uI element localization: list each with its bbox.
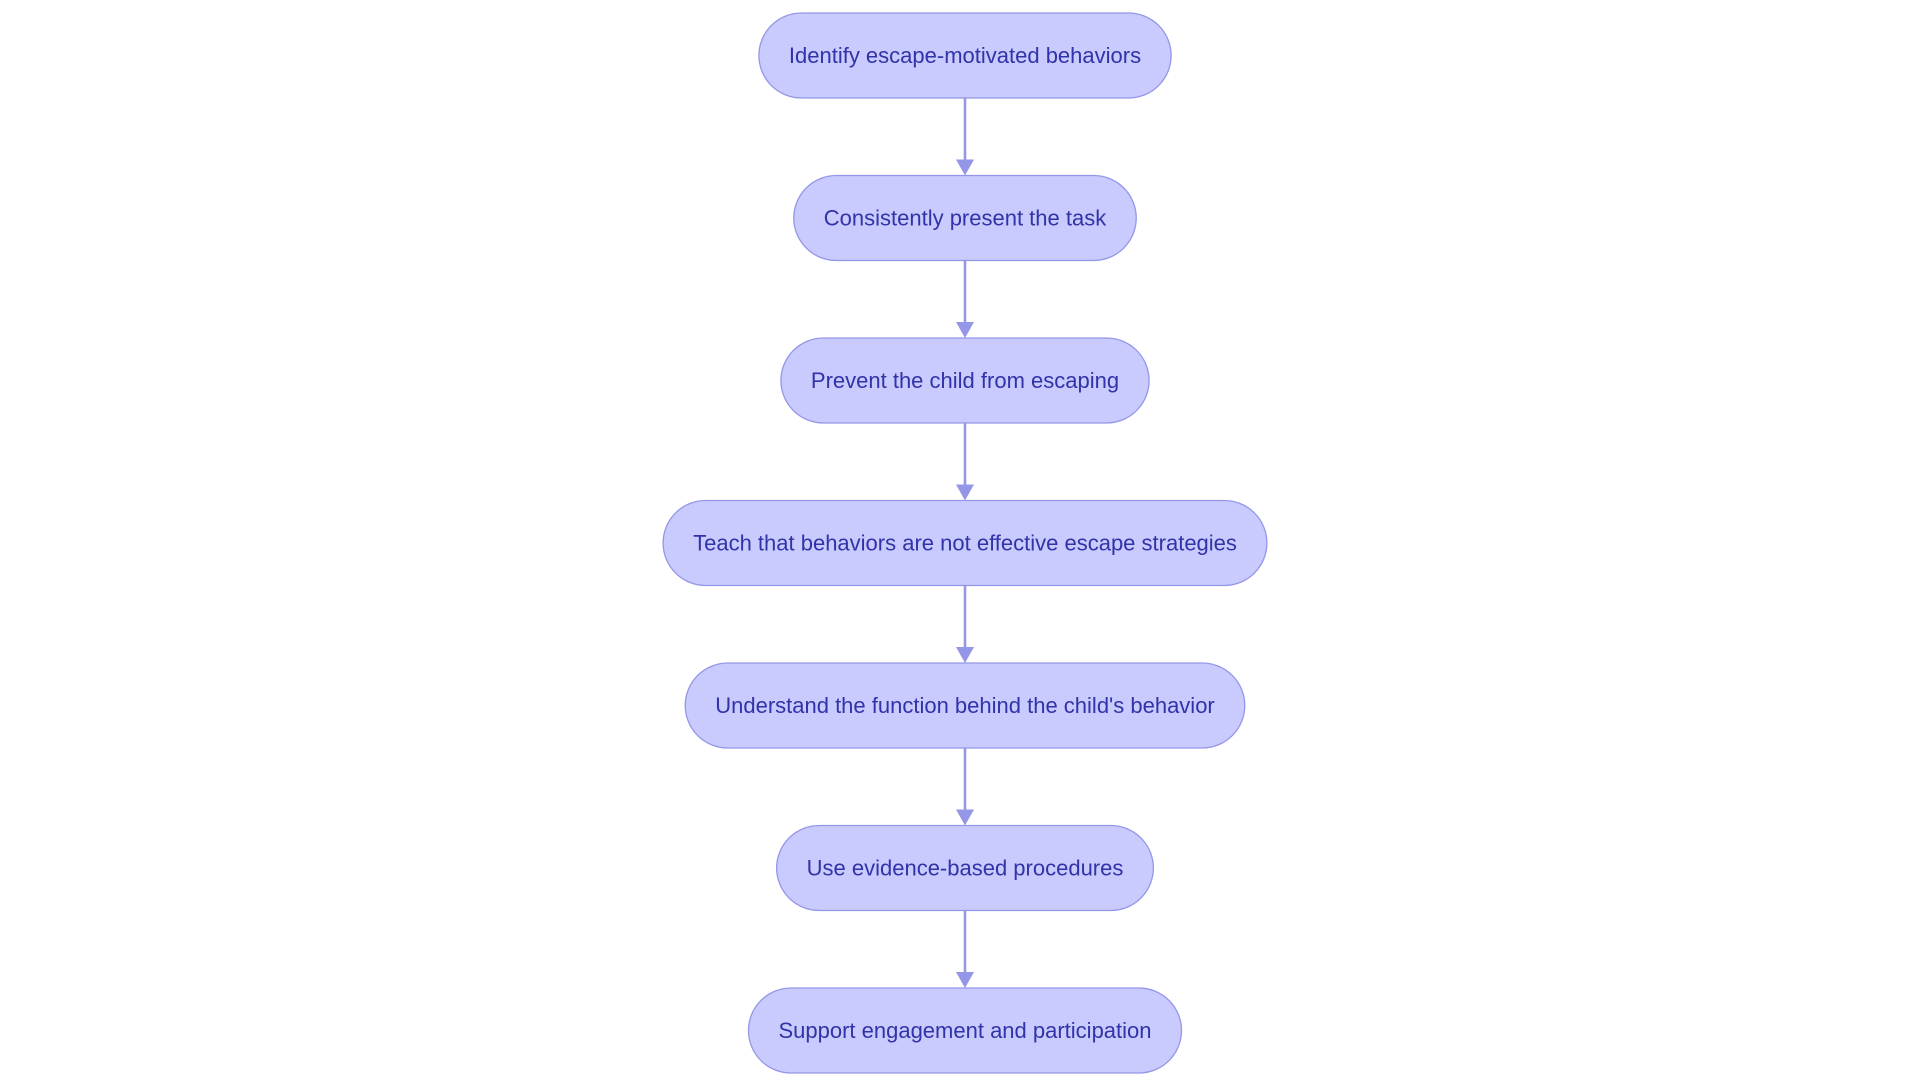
flow-node-label: Support engagement and participation: [778, 1018, 1151, 1043]
flow-node-shape: [684, 662, 1246, 749]
nodes: Identify escape-motivated behaviorsConsi…: [662, 12, 1268, 1074]
flow-node-label: Prevent the child from escaping: [811, 368, 1119, 393]
edges: [956, 98, 974, 988]
arrowhead-icon: [956, 809, 974, 826]
flow-node-label: Identify escape-motivated behaviors: [789, 43, 1141, 68]
arrowhead-icon: [956, 159, 974, 176]
flow-node-shape: [758, 12, 1172, 99]
flow-node-identify: Identify escape-motivated behaviors: [758, 12, 1172, 99]
flow-edge-evidence-to-support: [956, 910, 974, 988]
flow-node-evidence: Use evidence-based procedures: [775, 824, 1155, 912]
arrowhead-icon: [956, 647, 974, 663]
flow-node-teach: Teach that behaviors are not effective e…: [662, 499, 1268, 587]
flow-node-shape: [793, 174, 1137, 262]
arrowhead-icon: [956, 484, 974, 501]
flow-node-label: Understand the function behind the child…: [715, 693, 1215, 718]
flow-node-label: Teach that behaviors are not effective e…: [693, 531, 1237, 556]
flow-node-shape: [662, 499, 1268, 587]
arrowhead-icon: [956, 322, 974, 338]
flow-node-shape: [747, 987, 1183, 1074]
flow-node-label: Consistently present the task: [824, 206, 1107, 231]
flow-node-support: Support engagement and participation: [747, 987, 1183, 1074]
flow-edge-identify-to-present: [956, 98, 974, 176]
arrowhead-icon: [956, 972, 974, 988]
flow-node-label: Use evidence-based procedures: [807, 856, 1124, 881]
flow-node-understand: Understand the function behind the child…: [684, 662, 1246, 749]
flow-node-shape: [775, 824, 1155, 912]
flow-edge-understand-to-evidence: [956, 748, 974, 826]
flow-edge-prevent-to-teach: [956, 423, 974, 501]
flow-node-present: Consistently present the task: [793, 174, 1137, 262]
flow-node-shape: [780, 337, 1150, 424]
flow-node-prevent: Prevent the child from escaping: [780, 337, 1150, 424]
flow-edge-teach-to-understand: [956, 585, 974, 663]
flow-edge-present-to-prevent: [956, 260, 974, 338]
